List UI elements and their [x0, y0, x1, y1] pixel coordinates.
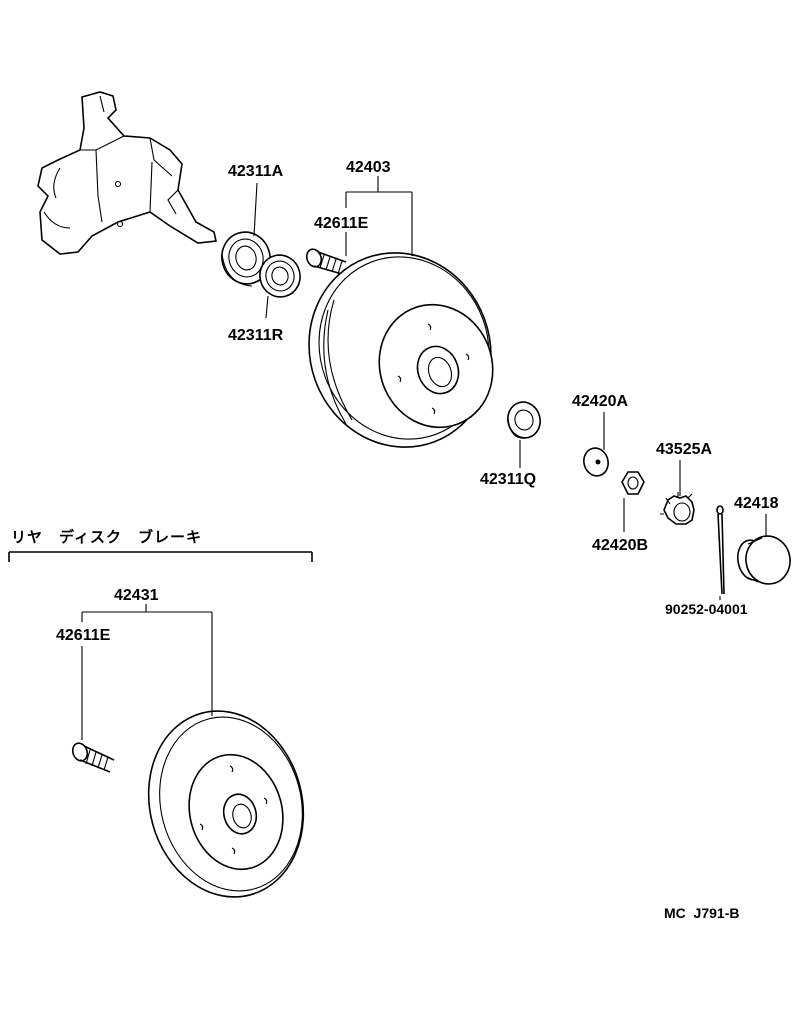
label-42611E-top: 42611E [314, 215, 369, 232]
label-42311Q: 42311Q [480, 471, 536, 488]
disc-rotor-42431 [147, 710, 305, 898]
hub-bolt-bottom [71, 742, 115, 773]
cotter-pin-90252 [716, 505, 725, 595]
label-42420A: 42420A [572, 393, 628, 410]
lock-cap-43525A [660, 492, 695, 525]
nut-42420B [621, 471, 645, 495]
leader-lines-bottom [81, 604, 213, 740]
section-title: リヤ ディスク ブレーキ [11, 528, 202, 546]
diagram-code: MC J791-B [664, 905, 739, 921]
grease-cap-42418 [736, 535, 791, 585]
label-42418: 42418 [734, 495, 779, 512]
label-43525A: 43525A [656, 441, 712, 458]
leader-lines-top [253, 176, 767, 600]
axle-carrier-part [37, 91, 217, 255]
label-90252-04001: 90252-04001 [665, 601, 748, 617]
hub-bolt-top [305, 248, 347, 275]
label-42611E-bottom: 42611E [56, 627, 111, 644]
label-42311A: 42311A [228, 163, 284, 180]
bearing-42311A [221, 231, 271, 287]
washer-42420A [583, 447, 609, 477]
label-42403: 42403 [346, 159, 391, 176]
label-42311R: 42311R [228, 327, 284, 344]
brake-drum-42403 [308, 252, 494, 448]
label-42420B: 42420B [592, 537, 648, 554]
section-bracket [8, 551, 313, 562]
bearing-42311R [259, 254, 301, 298]
label-42431: 42431 [114, 587, 159, 604]
bearing-42311Q [507, 401, 541, 439]
